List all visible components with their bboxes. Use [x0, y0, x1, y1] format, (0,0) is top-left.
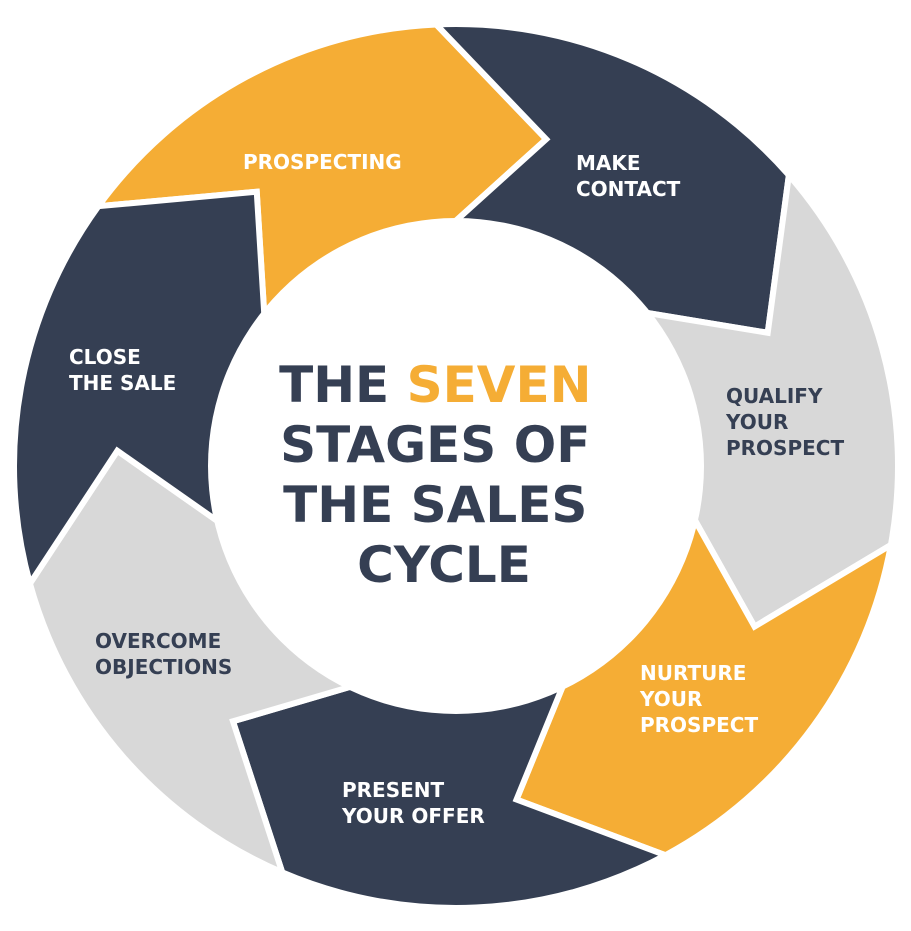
stage-label-line: THE SALE: [69, 371, 176, 395]
title-highlight: SEVEN: [407, 356, 592, 414]
stage-label-line: PROSPECT: [726, 436, 844, 460]
stage-label-line: OBJECTIONS: [95, 655, 232, 679]
stage-label-line: YOUR: [725, 410, 788, 434]
stage-label-line: QUALIFY: [726, 384, 823, 408]
stage-label-line: MAKE: [576, 151, 641, 175]
stage-label-line: CLOSE: [69, 345, 141, 369]
title-line-2: STAGES OF: [280, 416, 590, 474]
title-prefix: THE: [279, 356, 407, 414]
stage-label-1: PROSPECTING: [243, 150, 402, 174]
center-circle: [208, 218, 704, 714]
stage-label-line: CONTACT: [576, 177, 681, 201]
stage-label-line: PROSPECT: [640, 713, 758, 737]
stage-label-line: NURTURE: [640, 661, 746, 685]
title-line-3: THE SALES: [283, 476, 587, 534]
stage-label-line: PROSPECTING: [243, 150, 402, 174]
title-line-4: CYCLE: [357, 536, 531, 594]
center-title: THE SEVEN STAGES OF THE SALES CYCLE: [279, 356, 609, 594]
title-line-1: THE SEVEN: [279, 356, 609, 414]
stage-label-line: PRESENT: [342, 778, 445, 802]
stage-label-line: YOUR OFFER: [341, 804, 485, 828]
stage-label-line: OVERCOME: [95, 629, 221, 653]
stage-label-line: YOUR: [639, 687, 702, 711]
cycle-segments: [11, 21, 901, 911]
